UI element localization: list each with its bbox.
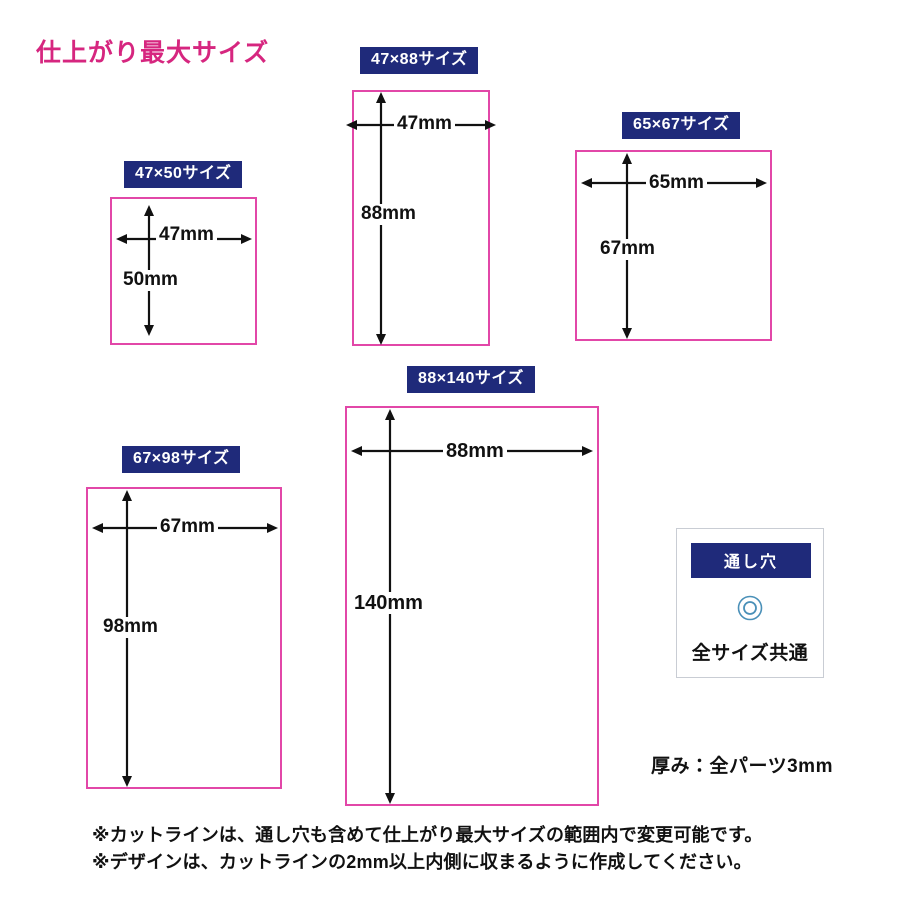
- dim-label-height-67x98: 98mm: [100, 616, 161, 638]
- dim-label-height-47x50: 50mm: [120, 269, 181, 291]
- size-chip-67x98: 67×98サイズ: [122, 446, 241, 474]
- dim-label-width-47x88: 47mm: [394, 113, 455, 135]
- dim-label-height-65x67: 67mm: [597, 238, 658, 260]
- through-hole-chip-label: 通し穴: [691, 543, 811, 578]
- size-chip-47x50: 47×50サイズ: [124, 161, 243, 189]
- page-title: 仕上がり最大サイズ: [36, 39, 270, 67]
- through-hole-card: 通し穴 全サイズ共通: [676, 528, 824, 678]
- dim-arrow-vertical-67x98: [120, 490, 134, 787]
- thickness-note: 厚み：全パーツ3mm: [651, 756, 833, 777]
- dim-label-height-47x88: 88mm: [358, 203, 419, 225]
- dim-label-width-88x140: 88mm: [443, 440, 507, 462]
- double-circle-hole-icon: [677, 591, 823, 625]
- through-hole-caption: 全サイズ共通: [691, 643, 809, 664]
- dim-label-height-88x140: 140mm: [351, 592, 426, 614]
- size-chip-47x88: 47×88サイズ: [360, 47, 479, 75]
- size-chip-65x67: 65×67サイズ: [622, 112, 741, 140]
- footer-note-design: ※デザインは、カットラインの2mm以上内側に収まるように作成してください。: [92, 851, 752, 872]
- dim-label-width-65x67: 65mm: [646, 172, 707, 194]
- dim-label-width-47x50: 47mm: [156, 224, 217, 246]
- dim-label-width-67x98: 67mm: [157, 516, 218, 538]
- footer-notes: ※カットラインは、通し穴も含めて仕上がり最大サイズの範囲内で変更可能です。 ※デ…: [92, 822, 832, 875]
- size-chip-88x140: 88×140サイズ: [407, 366, 535, 394]
- footer-note-cutline: ※カットラインは、通し穴も含めて仕上がり最大サイズの範囲内で変更可能です。: [92, 825, 763, 845]
